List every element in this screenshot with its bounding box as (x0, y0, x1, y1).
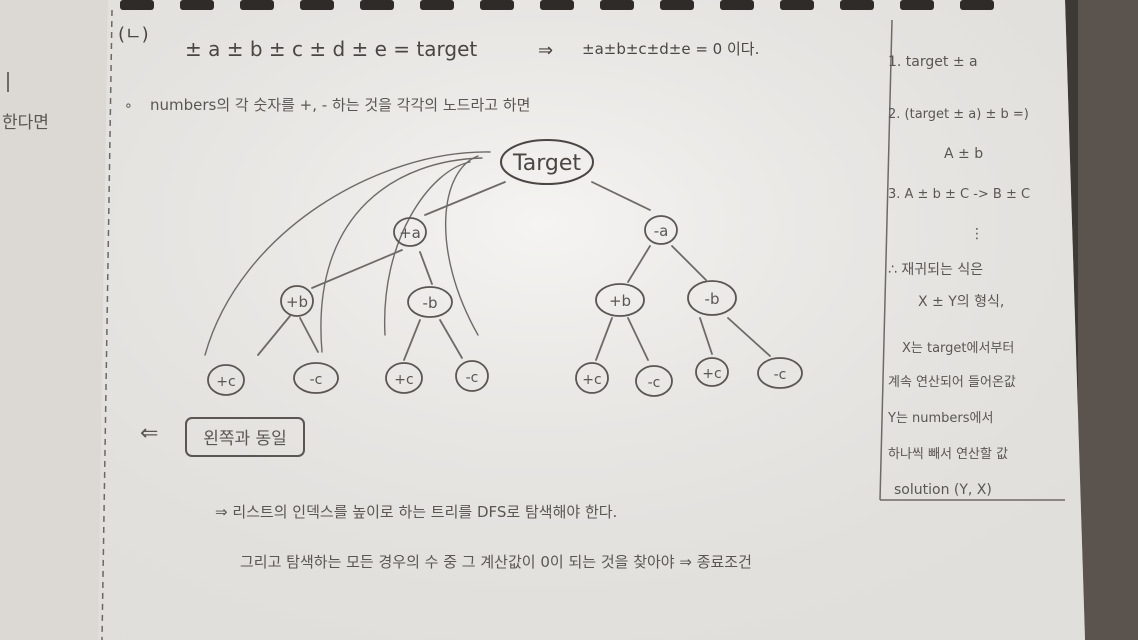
node-l3-5 (635, 365, 673, 397)
side-note-2: A ± b (944, 146, 983, 162)
tree-nodes: Target +a -a +b -b +b -b +c -c +c -c +c … (207, 139, 803, 397)
side-note-9: Y는 numbers에서 (887, 411, 993, 426)
side-notes: 1. target ± a 2. (target ± a) ± b =) A ±… (887, 54, 1030, 498)
node-l3-1-label: -c (310, 372, 323, 388)
node-l2-1 (407, 286, 453, 318)
page-light (98, 0, 1085, 640)
node-l3-3-label: -c (466, 370, 479, 386)
node-l1-0-label: +a (399, 224, 421, 242)
node-l1-1 (644, 215, 678, 245)
node-l2-3 (687, 280, 737, 316)
node-l3-2 (385, 362, 423, 394)
node-root (500, 139, 594, 185)
node-l3-0-label: +c (216, 374, 235, 390)
node-l3-7 (757, 357, 803, 389)
node-l3-1 (293, 362, 339, 394)
side-note-8: 계속 연산되어 들어온값 (888, 375, 1016, 390)
curved-arrows (204, 151, 491, 356)
note-bullet: ∘ (124, 98, 133, 114)
side-note-0: 1. target ± a (888, 54, 978, 70)
header-equation-right: ±a±b±c±d±e = 0 이다. (582, 40, 759, 58)
node-l3-2-label: +c (394, 372, 413, 388)
node-l2-2 (595, 283, 645, 317)
side-box-left (879, 19, 893, 501)
node-l2-0-label: +b (286, 293, 308, 311)
left-arrow-glyph: ⇐ (140, 421, 158, 446)
side-note-1: 2. (target ± a) ± b =) (888, 107, 1029, 122)
left-note-text: 왼쪽과 동일 (203, 429, 287, 449)
header-marker: (ㄴ) (118, 24, 149, 45)
node-l3-6-label: +c (702, 366, 721, 382)
left-page (0, 0, 110, 640)
node-l2-2-label: +b (609, 292, 631, 310)
side-note-4: ⋮ (970, 226, 984, 242)
side-note-6: X ± Y의 형식, (918, 294, 1004, 310)
side-note-10: 하나씩 빼서 연산할 값 (888, 447, 1008, 462)
spiral-binding (120, 0, 994, 10)
node-l3-4 (575, 362, 609, 394)
bottom-line-2: 그리고 탐색하는 모든 경우의 수 중 그 계산값이 0이 되는 것을 찾아야 … (240, 553, 752, 571)
node-l3-0 (207, 364, 245, 396)
header-arrow: ⇒ (538, 40, 553, 61)
side-note-7: X는 target에서부터 (902, 341, 1014, 356)
note-line: numbers의 각 숫자를 +, - 하는 것을 각각의 노드라고 하면 (150, 96, 530, 114)
node-l1-1-label: -a (654, 222, 669, 240)
left-page-text: 한다면 (2, 113, 49, 133)
side-note-3: 3. A ± b ± C -> B ± C (888, 187, 1030, 202)
node-l2-0 (280, 285, 314, 317)
tree-edges (257, 181, 771, 361)
bottom-line-1: ⇒ 리스트의 인덱스를 높이로 하는 트리를 DFS로 탐색해야 한다. (215, 503, 617, 521)
node-l3-5-label: -c (648, 375, 661, 391)
side-note-5: ∴ 재귀되는 식은 (888, 262, 983, 278)
node-l3-6 (695, 357, 729, 387)
node-l3-7-label: -c (774, 367, 787, 383)
node-l2-3-label: -b (705, 290, 720, 308)
desk-right (1078, 0, 1138, 640)
node-l3-3 (455, 360, 489, 392)
side-note-11: solution (Y, X) (894, 482, 992, 498)
node-l2-1-label: -b (423, 294, 438, 312)
node-l1-0 (393, 217, 427, 247)
header-equation-left: ± a ± b ± c ± d ± e = target (185, 37, 477, 61)
left-note-box (185, 417, 305, 457)
node-root-label: Target (512, 151, 581, 176)
node-l3-4-label: +c (582, 372, 601, 388)
